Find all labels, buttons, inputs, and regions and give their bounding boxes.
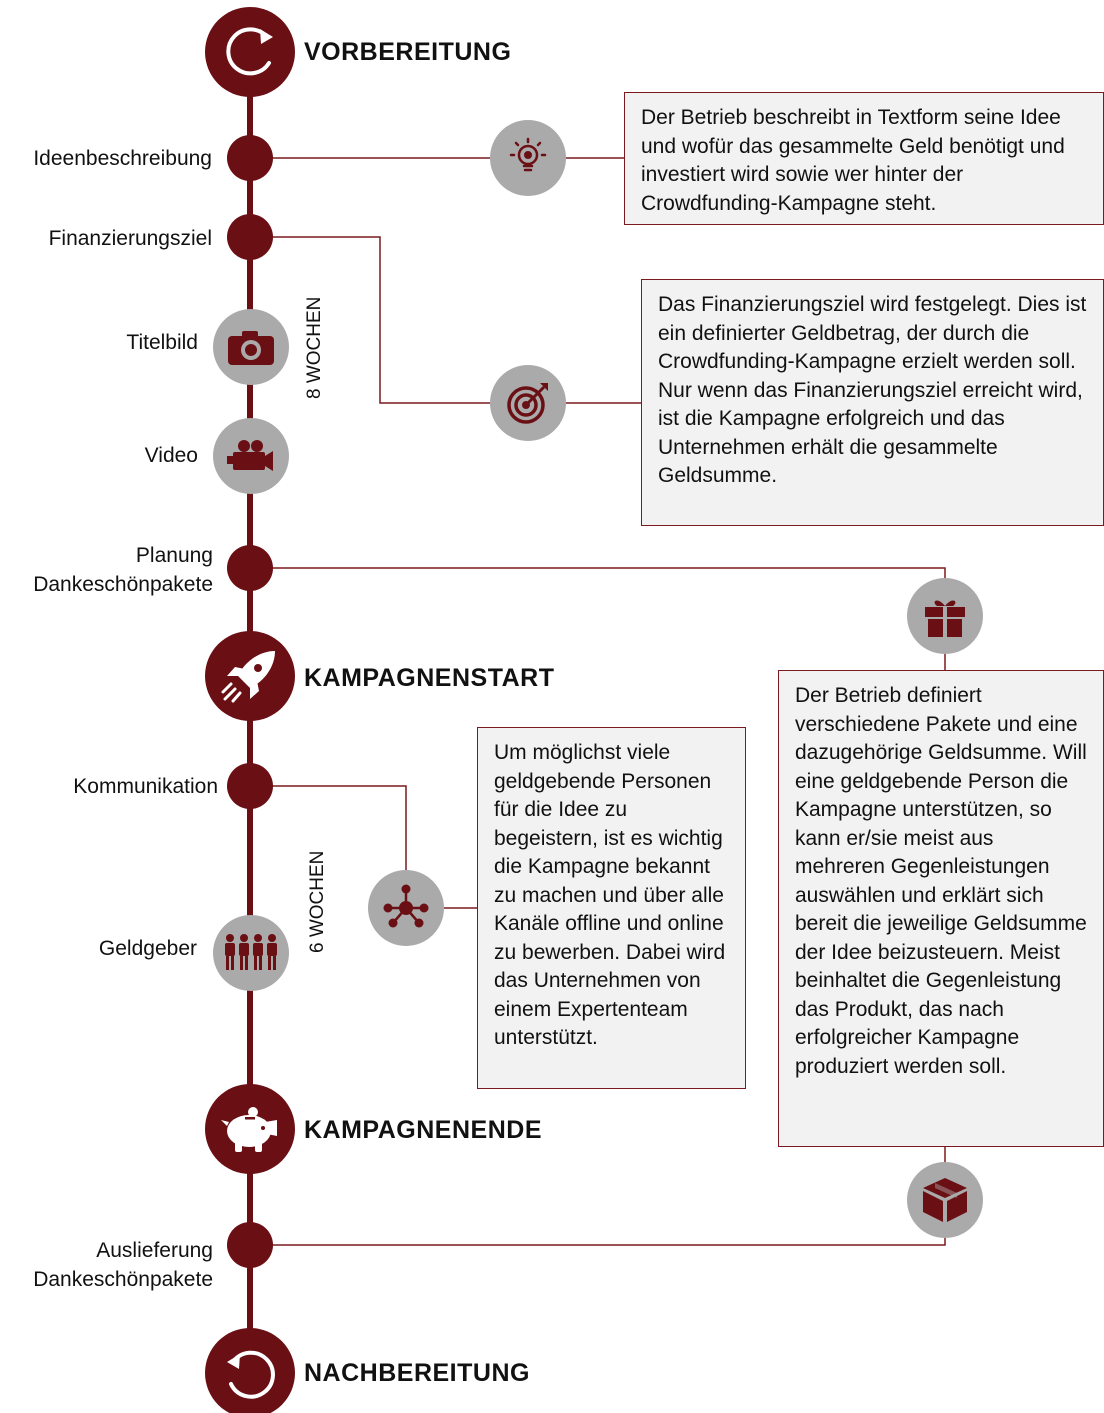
step-geldgeber: Geldgeber bbox=[98, 937, 197, 960]
node-auslieferung bbox=[227, 1222, 273, 1268]
phase-nachbereitung: NACHBEREITUNG bbox=[304, 1359, 530, 1387]
box-pakete: Der Betrieb definiert verschiedene Paket… bbox=[778, 670, 1104, 1147]
lightbulb-icon bbox=[509, 137, 547, 172]
node-finanzierungsziel bbox=[227, 214, 273, 260]
target-node bbox=[490, 365, 566, 441]
box-finanzierungsziel: Das Finanzierungsziel wird festgelegt. D… bbox=[641, 279, 1104, 526]
connector-kommunikation bbox=[252, 785, 407, 872]
step-planung-line2: Dankeschönpakete bbox=[33, 573, 213, 596]
vorbereitung-node bbox=[205, 7, 295, 97]
package-icon bbox=[923, 1178, 967, 1222]
duration-6-wochen: 6 WOCHEN bbox=[307, 850, 328, 953]
step-titelbild: Titelbild bbox=[126, 331, 198, 354]
people-icon bbox=[225, 934, 277, 970]
connector-auslieferung bbox=[252, 1238, 946, 1246]
kampagnenstart-node bbox=[205, 631, 295, 721]
piggy-bank-icon bbox=[221, 1107, 277, 1152]
package-node bbox=[907, 1162, 983, 1238]
step-auslieferung: Auslieferung Dankeschönpakete bbox=[33, 1236, 213, 1294]
box-kommunikation: Um möglichst viele geldgebende Personen … bbox=[477, 727, 746, 1089]
phase-kampagnenende: KAMPAGNENENDE bbox=[304, 1116, 542, 1144]
node-ideenbeschreibung bbox=[227, 135, 273, 181]
phase-kampagnenstart: KAMPAGNENSTART bbox=[304, 664, 555, 692]
video-camera-icon bbox=[227, 440, 273, 471]
network-icon bbox=[383, 884, 429, 928]
step-planung-line1: Planung bbox=[135, 544, 213, 567]
step-planung: Planung Dankeschönpakete bbox=[33, 541, 213, 599]
connector-planung bbox=[252, 567, 946, 578]
step-video: Video bbox=[144, 444, 198, 467]
kampagnenende-node bbox=[205, 1084, 295, 1174]
people-node bbox=[213, 915, 289, 991]
node-planung bbox=[227, 545, 273, 591]
step-kommunikation: Kommunikation bbox=[73, 775, 218, 798]
gift-node bbox=[907, 578, 983, 654]
connector-ziel bbox=[252, 236, 490, 404]
box-ideenbeschreibung: Der Betrieb beschreibt in Textform seine… bbox=[624, 92, 1104, 225]
network-node bbox=[368, 870, 444, 946]
camera-node bbox=[213, 309, 289, 385]
video-node bbox=[213, 418, 289, 494]
step-finanzierungsziel: Finanzierungsziel bbox=[48, 227, 212, 250]
gift-icon bbox=[925, 600, 965, 637]
phase-vorbereitung: VORBEREITUNG bbox=[304, 38, 512, 66]
rocket-icon bbox=[221, 651, 275, 703]
refresh-icon bbox=[226, 27, 273, 76]
node-kommunikation bbox=[227, 763, 273, 809]
step-auslieferung-line2: Dankeschönpakete bbox=[33, 1268, 213, 1291]
nachbereitung-node bbox=[205, 1328, 295, 1413]
undo-icon bbox=[227, 1350, 275, 1399]
step-auslieferung-line1: Auslieferung bbox=[96, 1239, 213, 1262]
lightbulb-node bbox=[490, 120, 566, 196]
target-icon bbox=[507, 383, 548, 424]
step-ideenbeschreibung: Ideenbeschreibung bbox=[33, 147, 212, 170]
duration-8-wochen: 8 WOCHEN bbox=[304, 296, 325, 399]
camera-icon bbox=[228, 331, 274, 365]
